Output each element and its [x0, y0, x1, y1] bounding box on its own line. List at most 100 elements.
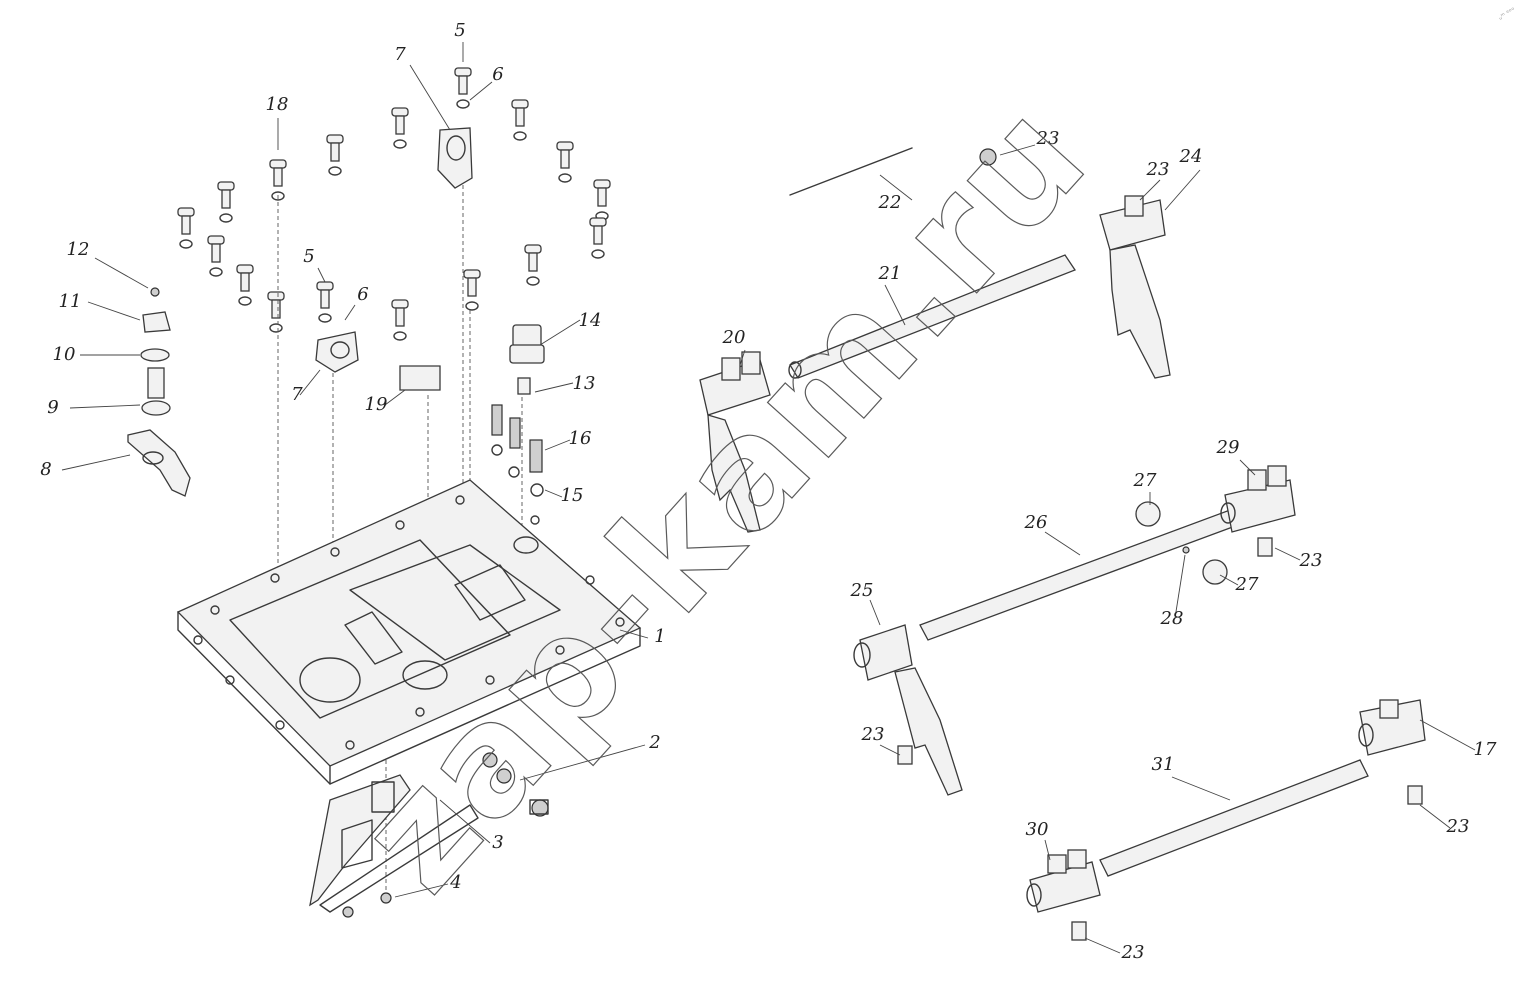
callout-number: 23: [1036, 128, 1060, 149]
callout-number: 16: [569, 428, 592, 449]
middle-shift-rail: [853, 465, 1296, 796]
bolt-icon: [236, 264, 254, 306]
callout-number: 23: [1299, 550, 1323, 571]
plate-hole: [345, 740, 355, 750]
callout-number: 20: [722, 327, 746, 348]
callout-number: 19: [365, 394, 388, 415]
callout-number: 11: [59, 291, 82, 312]
callout-number: 21: [878, 263, 902, 284]
bolt-icon: [511, 99, 529, 141]
callout-number: 6: [492, 64, 503, 85]
callout-number: 30: [1026, 819, 1049, 840]
plate-hole: [210, 605, 220, 615]
leader-line: [1044, 839, 1051, 861]
rod-22: [789, 147, 913, 196]
leader-line: [539, 319, 581, 346]
leader-line: [534, 382, 574, 393]
bolt-group: [177, 67, 611, 341]
callout-number: 8: [40, 459, 51, 480]
callout-number: 24: [1179, 146, 1203, 167]
cover-plate: [176, 479, 642, 785]
callout-number: 2: [648, 732, 660, 753]
leader-line: [344, 304, 356, 321]
bolt-icon: [267, 291, 285, 333]
callout-number: 5: [454, 20, 465, 41]
plate-hole: [415, 707, 425, 717]
bolt-icon: [556, 141, 574, 183]
callout-number: 23: [1146, 159, 1170, 180]
leader-line: [61, 454, 131, 471]
leader-line: [1274, 547, 1301, 561]
callout-number: 7: [394, 44, 406, 65]
plate-hole: [585, 575, 595, 585]
plate-hole: [225, 675, 235, 685]
bolt-icon: [589, 217, 607, 259]
callout-number: 22: [878, 192, 902, 213]
callout-number: 25: [850, 580, 874, 601]
leader-line: [1419, 719, 1476, 751]
bolt-icon: [269, 159, 287, 201]
bolt-icon: [217, 181, 235, 223]
callout-number: 5: [303, 246, 314, 267]
leader-line: [409, 64, 451, 131]
leader-line: [544, 489, 563, 498]
callout-number: 23: [861, 724, 885, 745]
plate-hole: [485, 675, 495, 685]
leader-line: [69, 404, 141, 409]
leader-line: [1219, 574, 1239, 586]
bolt-icon: [463, 269, 481, 311]
leader-line: [384, 389, 406, 406]
callout-number: 6: [357, 284, 368, 305]
leader-line: [619, 629, 649, 639]
plate-hole: [555, 645, 565, 655]
leader-line: [879, 174, 913, 201]
bolt-icon: [316, 281, 334, 323]
callout-number: 13: [573, 373, 596, 394]
lever-stack: [127, 287, 191, 497]
leader-line: [1044, 531, 1081, 556]
bolt-icon: [593, 179, 611, 221]
callout-number: 15: [561, 485, 584, 506]
upper-shift-rail: [699, 148, 1171, 533]
plate-hole: [270, 573, 280, 583]
plate-hole: [455, 495, 465, 505]
plate-hole: [395, 520, 405, 530]
leader-line: [1084, 937, 1121, 954]
callout-number: 28: [1160, 608, 1184, 629]
callout-number: 12: [67, 239, 90, 260]
callout-number: 1: [654, 626, 665, 647]
leader-line: [519, 744, 646, 781]
callout-number: 7: [291, 384, 303, 405]
leader-line: [317, 267, 326, 283]
plate-hole: [530, 515, 540, 525]
eye-brackets: [315, 127, 473, 373]
leader-line: [299, 369, 321, 396]
plate-hole: [615, 617, 625, 627]
callout-number: 18: [266, 94, 289, 115]
leader-line: [1139, 179, 1161, 201]
leader-line: [1419, 804, 1451, 829]
callout-number: 4: [449, 872, 461, 893]
leader-line: [1174, 554, 1186, 619]
callout-number: 10: [53, 344, 76, 365]
bolt-icon: [177, 207, 195, 249]
bolt-icon: [524, 244, 542, 286]
leader-line: [439, 799, 491, 844]
callout-number: 31: [1152, 754, 1175, 775]
leader-line: [394, 883, 449, 898]
callout-number: 17: [1474, 739, 1497, 760]
callout-number: 23: [1446, 816, 1470, 837]
leader-line: [869, 599, 881, 626]
leader-line: [879, 744, 901, 756]
leader-line: [999, 144, 1036, 156]
callout-number: 29: [1216, 437, 1240, 458]
leader-line: [1171, 776, 1231, 801]
plate-hole: [193, 635, 203, 645]
mounting-holes: [193, 495, 625, 750]
leader-line: [87, 301, 141, 321]
bolt-icon: [207, 235, 225, 277]
bolt-icon: [391, 107, 409, 149]
leader-line: [469, 81, 493, 101]
bolt-icon: [454, 67, 472, 109]
bolt-icon: [391, 299, 409, 341]
